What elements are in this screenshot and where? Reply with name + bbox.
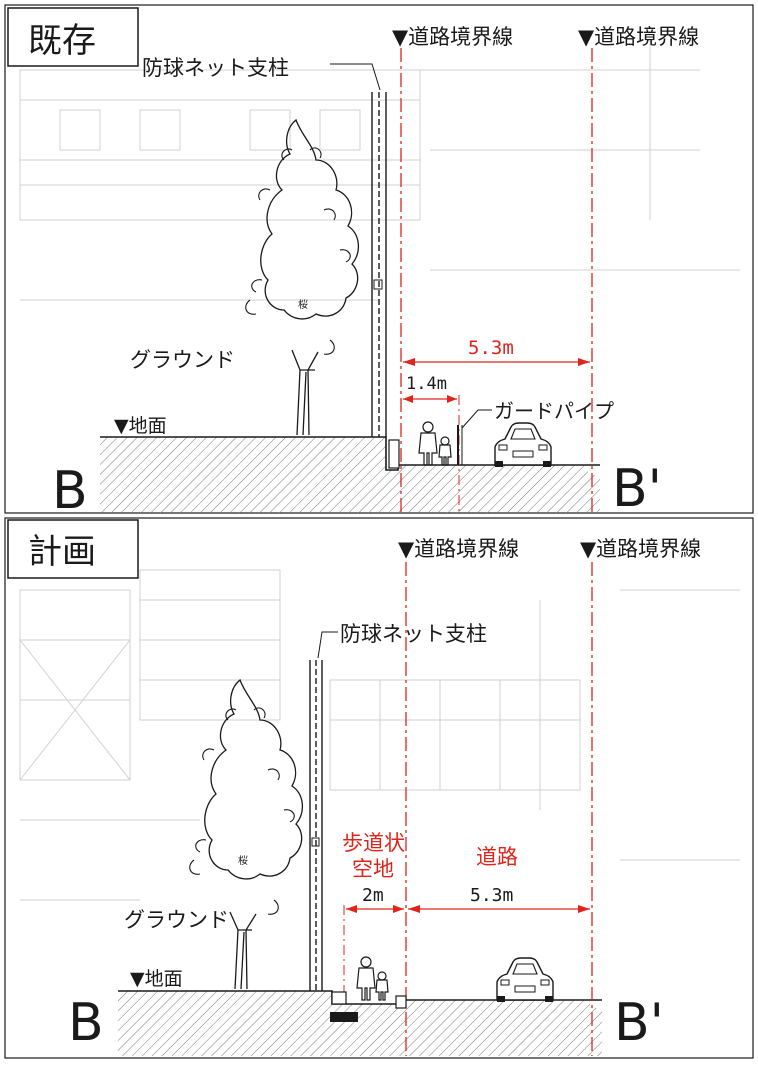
existing-pedestrian-adult-icon: [418, 421, 438, 466]
existing-boundary-label-2: ▼道路境界線: [578, 25, 699, 49]
existing-panel: 既存 ▼道路境界線 ▼道路境界線 防球ネット支柱 桜 グラウンド: [4, 4, 754, 521]
existing-pedestrian-child-icon: [438, 436, 452, 466]
planned-car-icon: [496, 957, 554, 1003]
existing-guard-pipe-label: ガードパイプ: [494, 399, 614, 423]
existing-boundary-label-1: ▼道路境界線: [392, 25, 513, 49]
planned-pedestrian-adult-icon: [356, 956, 376, 1001]
planned-boundary-label-1: ▼道路境界線: [398, 537, 519, 561]
planned-section-right: B': [614, 993, 664, 1053]
existing-section-left: B: [52, 461, 88, 521]
planned-title: 計画: [28, 532, 96, 572]
existing-background-building: [19, 40, 740, 301]
planned-section-left: B: [68, 993, 104, 1053]
planned-pedestrian-child-icon: [375, 971, 389, 1001]
existing-title: 既存: [28, 21, 96, 61]
existing-net-post: [330, 63, 387, 437]
planned-ground-label: グラウンド: [124, 908, 229, 932]
planned-panel: 計画 ▼道路境界線 ▼道路境界線 防球ネット支柱 桜 グラウンド ▼地面: [4, 517, 754, 1059]
existing-net-post-label: 防球ネット支柱: [142, 56, 289, 80]
planned-dim-sidewalk: 2m: [346, 885, 404, 913]
existing-guard-pipe: [457, 409, 492, 465]
planned-grade-label: ▼地面: [130, 968, 183, 990]
planned-net-post: [309, 631, 338, 991]
planned-step: [331, 991, 347, 1005]
existing-dim-road: 5.3m: [403, 337, 590, 366]
planned-background-building: [19, 569, 740, 901]
planned-title-box: 計画: [7, 519, 139, 579]
existing-dim-road-label: 5.3m: [468, 337, 514, 359]
planned-dim-sidewalk-label: 2m: [362, 885, 384, 906]
existing-curb: [388, 439, 400, 469]
planned-sidewalk-label-1: 歩道状: [342, 831, 405, 855]
existing-section-right: B': [612, 459, 662, 519]
planned-ground: [118, 990, 602, 1056]
existing-title-box: 既存: [7, 7, 139, 67]
planned-road-label: 道路: [476, 845, 518, 869]
existing-dim-walk-label: 1.4m: [406, 374, 447, 394]
existing-tree-icon: 桜: [245, 118, 359, 436]
existing-grade-label: ▼地面: [114, 415, 167, 437]
planned-tree-label: 桜: [238, 854, 248, 867]
planned-boundary-label-2: ▼道路境界線: [580, 537, 701, 561]
planned-net-post-label: 防球ネット支柱: [340, 622, 487, 646]
planned-dim-road: 5.3m: [408, 885, 590, 913]
existing-dim-walk: 1.4m: [403, 374, 457, 403]
existing-ground-label: グラウンド: [130, 348, 235, 372]
existing-car-icon: [494, 422, 552, 468]
planned-curb: [395, 995, 407, 1009]
existing-tree-label: 桜: [298, 298, 308, 311]
planned-dim-road-label: 5.3m: [470, 885, 513, 906]
planned-sidewalk-label-2: 空地: [352, 857, 394, 881]
planned-tree-icon: 桜: [189, 678, 303, 990]
